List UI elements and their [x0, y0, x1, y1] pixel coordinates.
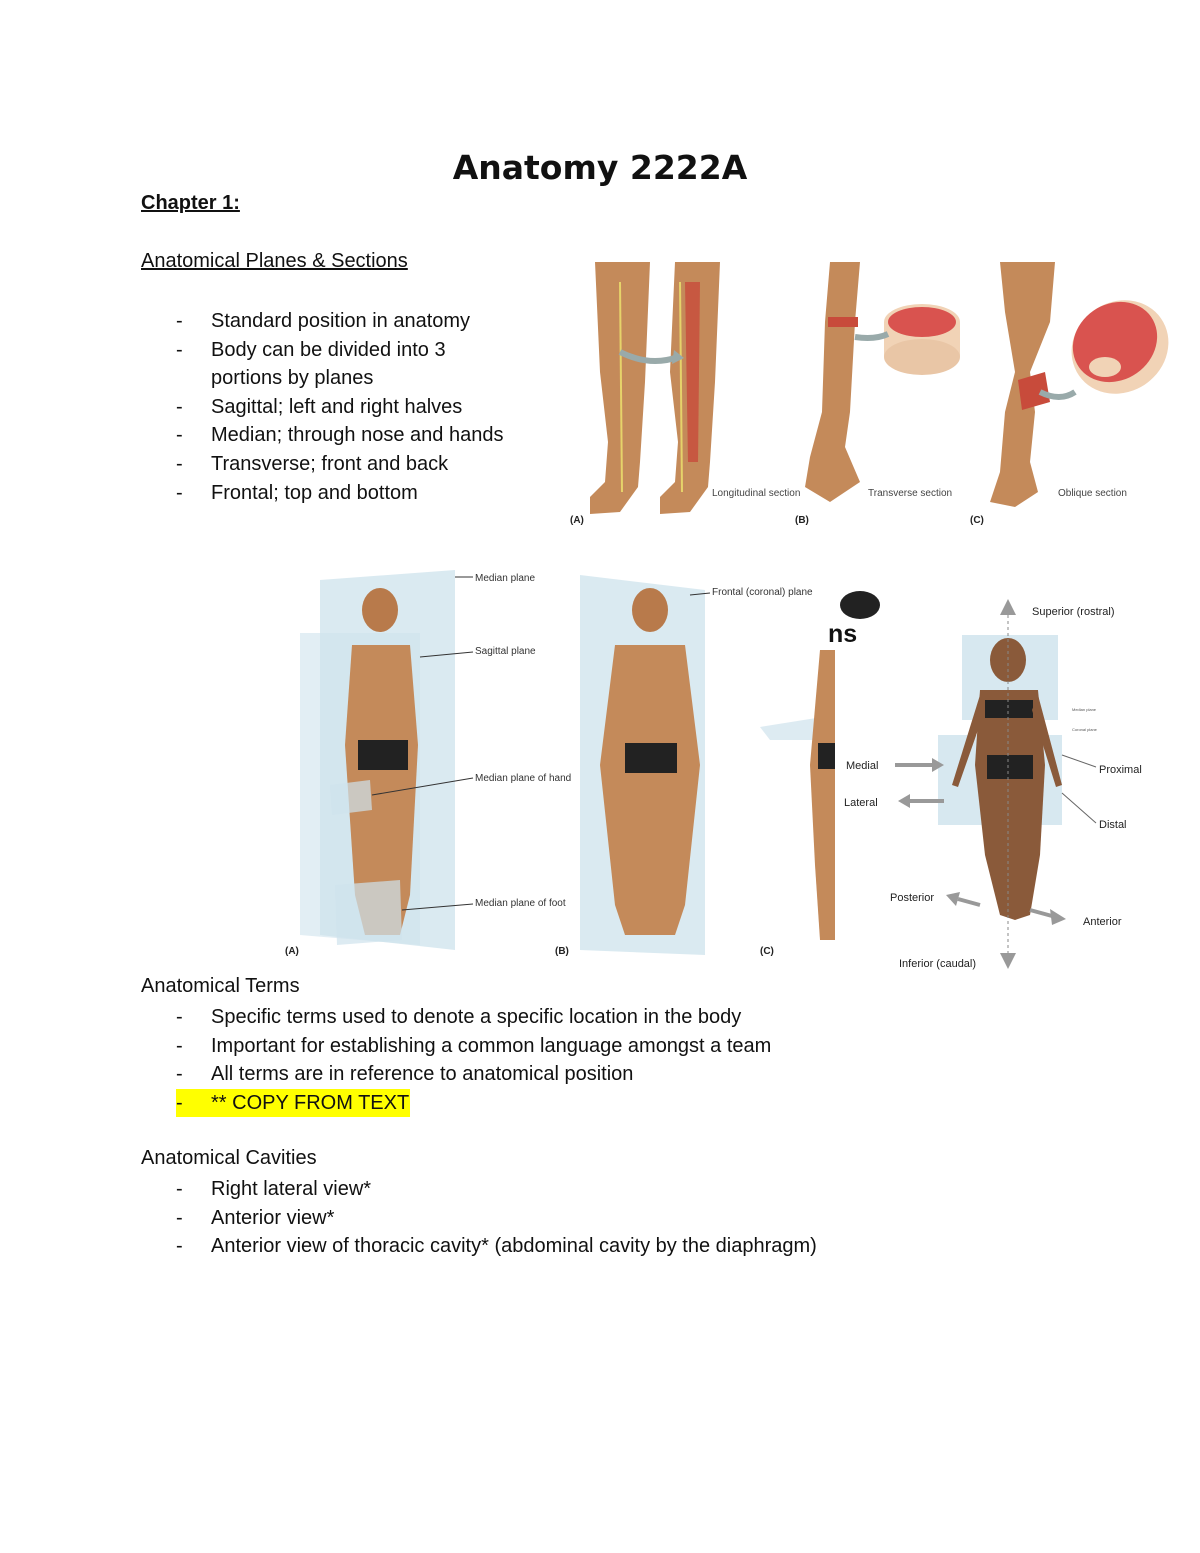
list-item: Anterior view*: [141, 1204, 1041, 1233]
terms-heading: Anatomical Terms: [141, 975, 300, 997]
list-item: Important for establishing a common lang…: [141, 1032, 1041, 1061]
medial-label: Medial: [846, 760, 878, 772]
hand-plane-label: Median plane of hand: [475, 773, 571, 784]
cavities-list: Right lateral view* Anterior view* Anter…: [141, 1175, 1041, 1261]
female-figure: [938, 635, 1062, 920]
median-plane-label: Median plane: [475, 573, 535, 584]
list-item: Standard position in anatomy: [141, 307, 571, 336]
list-item: All terms are in reference to anatomical…: [141, 1060, 1041, 1089]
panel-a-label: (A): [285, 946, 299, 957]
arrow-right-icon: [932, 758, 944, 772]
terms-list: Specific terms used to denote a specific…: [141, 1003, 1041, 1089]
arrow-anterior-icon: [1050, 909, 1066, 925]
arrow-up-icon: [1000, 599, 1016, 615]
arrow-down-icon: [1000, 953, 1016, 969]
posterior-label: Posterior: [890, 892, 934, 904]
coronal-plane-label: Coronal plane: [1072, 727, 1098, 732]
inferior-label: Inferior (caudal): [899, 958, 976, 970]
list-item: Transverse; front and back: [141, 450, 571, 479]
fragment-text: ns: [828, 620, 857, 648]
panel-b-label: (B): [795, 515, 809, 526]
sections-figure: Longitudinal section (A) Transverse sect…: [570, 262, 1169, 526]
foot-plane-label: Median plane of foot: [475, 898, 566, 909]
page-title: Anatomy 2222A: [452, 148, 748, 187]
cavities-heading: Anatomical Cavities: [141, 1147, 317, 1169]
list-item: Right lateral view*: [141, 1175, 1041, 1204]
planes-list: Standard position in anatomy Body can be…: [141, 307, 571, 507]
leg-longitudinal-illustration: [590, 262, 720, 514]
list-item: Sagittal; left and right halves: [141, 393, 571, 422]
transverse-label: Transverse section: [868, 488, 952, 499]
arrow-left-icon: [898, 794, 910, 808]
panel-b-label: (B): [555, 946, 569, 957]
panel-a-figure: [300, 570, 455, 950]
median-plane-label: Median plane: [1072, 707, 1097, 712]
distal-label: Distal: [1099, 819, 1127, 831]
leg-oblique-illustration: [990, 262, 1169, 507]
arrow-posterior-icon: [946, 892, 960, 906]
chapter-heading: Chapter 1:: [141, 192, 240, 214]
lateral-label: Lateral: [844, 797, 878, 809]
panel-c-partial-figure: [760, 591, 880, 940]
panel-b-figure: [580, 575, 705, 955]
list-item: Specific terms used to denote a specific…: [141, 1003, 1041, 1032]
planes-heading: Anatomical Planes & Sections: [141, 250, 408, 272]
oblique-label: Oblique section: [1058, 488, 1127, 499]
frontal-plane-label: Frontal (coronal) plane: [712, 587, 813, 598]
panel-a-label: (A): [570, 515, 584, 526]
list-item: Anterior view of thoracic cavity* (abdom…: [141, 1232, 1041, 1261]
sagittal-plane-label: Sagittal plane: [475, 646, 536, 657]
proximal-label: Proximal: [1099, 764, 1142, 776]
arm-transverse-illustration: [805, 262, 960, 502]
longitudinal-label: Longitudinal section: [712, 488, 800, 499]
list-item: Body can be divided into 3 portions by p…: [141, 336, 511, 393]
highlighted-note: ** COPY FROM TEXT: [211, 1092, 410, 1114]
superior-label: Superior (rostral): [1032, 606, 1115, 618]
panel-c-label: (C): [970, 515, 984, 526]
directions-figure: Superior (rostral) Inferior (caudal) Med…: [844, 599, 1142, 970]
list-item: Median; through nose and hands: [141, 421, 571, 450]
list-item: Frontal; top and bottom: [141, 479, 571, 508]
anterior-label: Anterior: [1083, 916, 1122, 928]
highlight-dash: -: [176, 1092, 183, 1114]
panel-c-label: (C): [760, 946, 774, 957]
highlight-bar: [176, 1089, 410, 1117]
planes-figure: Median plane Sagittal plane Median plane…: [285, 570, 880, 957]
